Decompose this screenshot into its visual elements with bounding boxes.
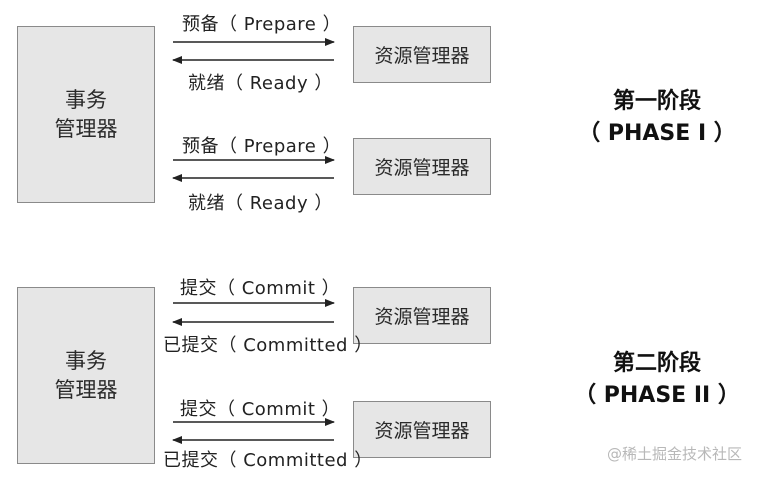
phase2-title-block: 第二阶段 （ PHASE II ） — [557, 348, 757, 412]
phase1-title-block: 第一阶段 （ PHASE I ） — [557, 86, 757, 150]
watermark: @稀土掘金技术社区 — [606, 445, 742, 463]
ready-label-2: 就绪（ Ready ） — [188, 193, 333, 214]
transaction-manager-phase2: 事务 管理器 — [17, 287, 155, 464]
resource-manager-phase2-2: 资源管理器 — [353, 401, 491, 458]
transaction-manager-phase1: 事务 管理器 — [17, 26, 155, 203]
resource-manager-phase1-2: 资源管理器 — [353, 138, 491, 195]
commit-label-2: 提交（ Commit ） — [180, 399, 341, 420]
prepare-label-2: 预备（ Prepare ） — [182, 136, 342, 157]
phase2-title: 第二阶段 — [612, 351, 701, 376]
committed-label-1: 已提交（ Committed ） — [163, 335, 373, 356]
commit-label-1: 提交（ Commit ） — [180, 278, 341, 299]
resource-manager-phase1-1: 资源管理器 — [353, 26, 491, 83]
phase1-title: 第一阶段 — [612, 89, 701, 114]
phase2-subtitle: （ PHASE II ） — [574, 383, 740, 408]
phase1-subtitle: （ PHASE I ） — [578, 121, 736, 146]
resource-manager-phase2-1: 资源管理器 — [353, 287, 491, 344]
committed-label-2: 已提交（ Committed ） — [163, 450, 373, 471]
prepare-label-1: 预备（ Prepare ） — [182, 14, 342, 35]
ready-label-1: 就绪（ Ready ） — [188, 73, 333, 94]
